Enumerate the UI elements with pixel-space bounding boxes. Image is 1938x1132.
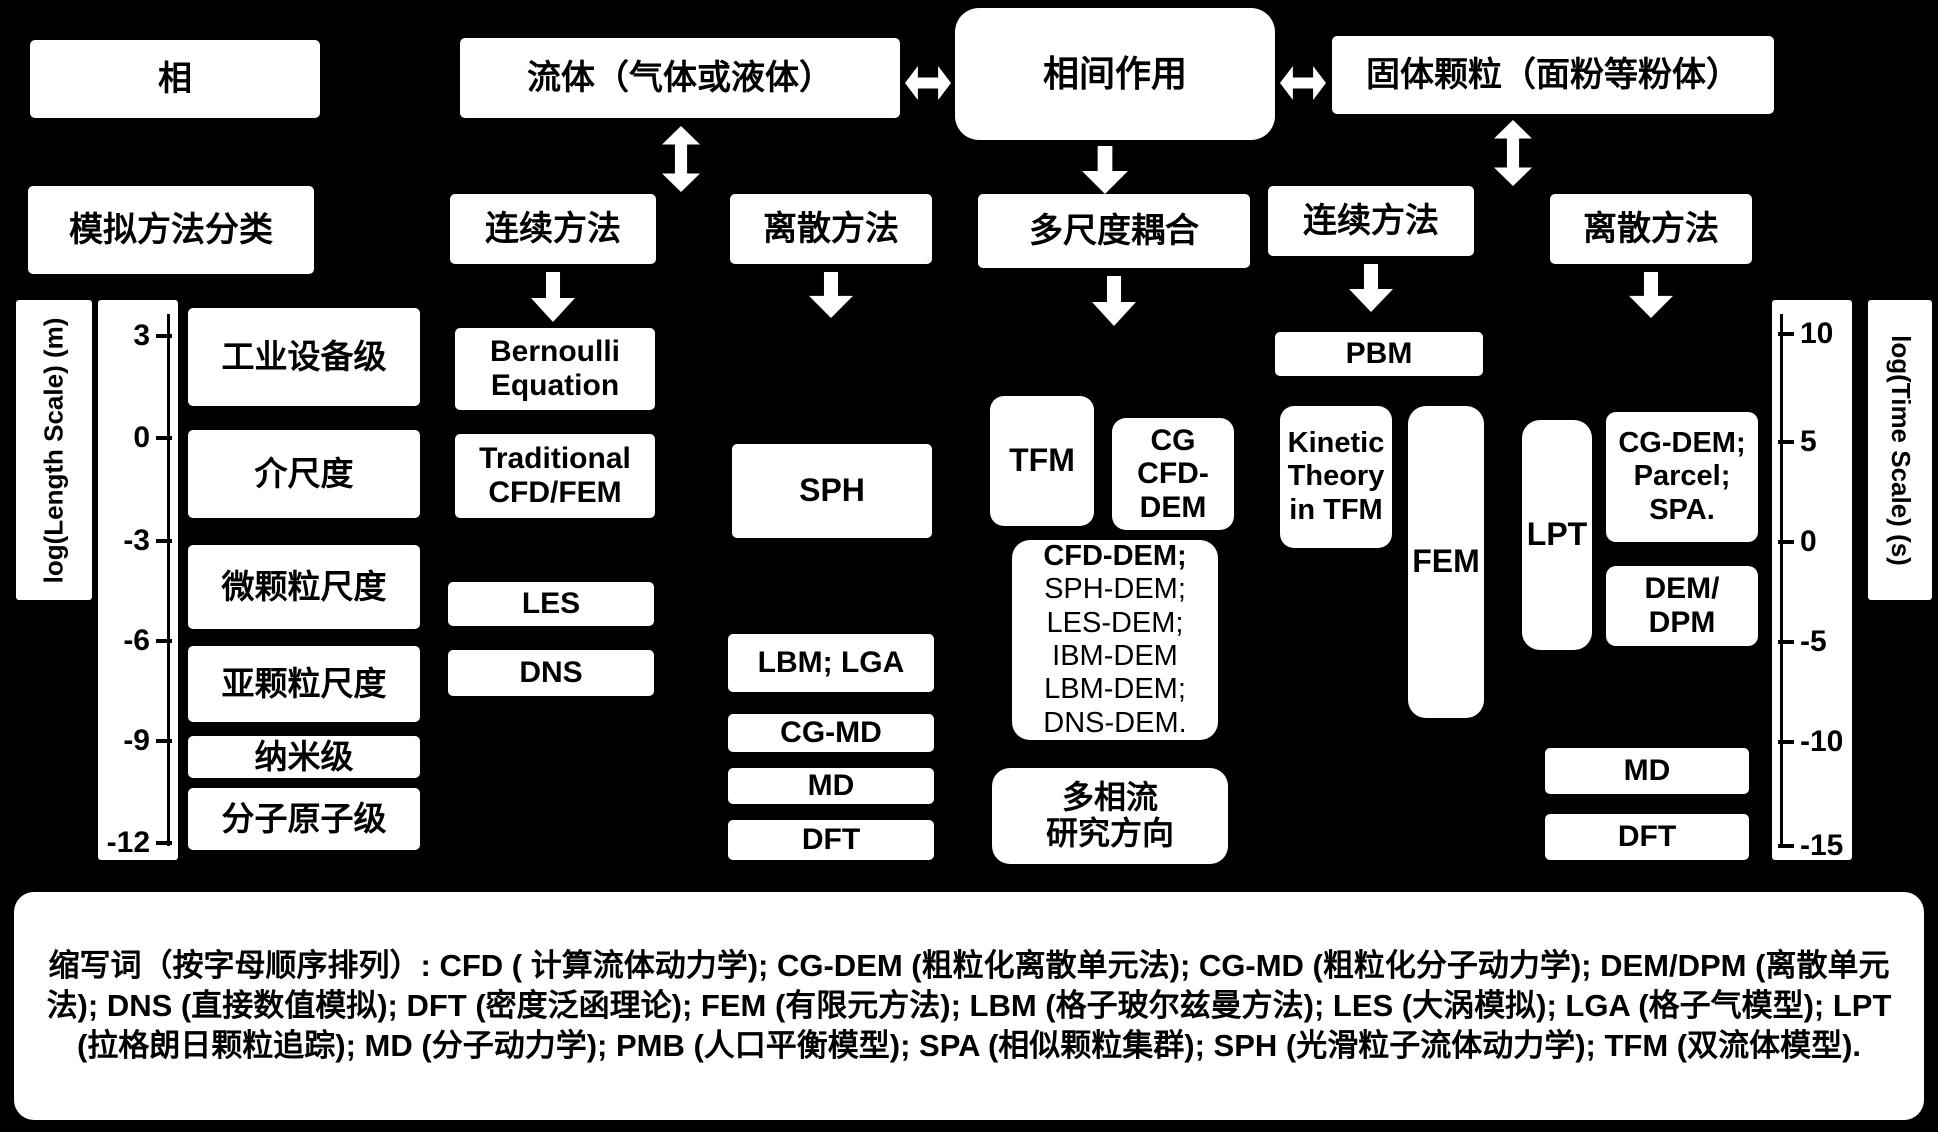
right-axis-tick: 10 bbox=[1778, 317, 1833, 351]
down-arrow-interaction-multiscale-icon bbox=[1082, 146, 1128, 194]
right-axis: 10 5 0 -5 -10 -15 bbox=[1772, 300, 1852, 863]
solid-discrete-header: 离散方法 bbox=[1550, 194, 1752, 264]
research-direction-box: 多相流 研究方向 bbox=[992, 768, 1228, 864]
scale-item-molecular: 分子原子级 bbox=[188, 788, 420, 850]
tick-mark bbox=[1778, 440, 1794, 444]
lpt-box: LPT bbox=[1522, 420, 1592, 650]
solid-box: 固体颗粒（面粉等粉体） bbox=[1332, 36, 1774, 114]
legend-box: 缩写词（按字母顺序排列）: CFD ( 计算流体动力学); CG-DEM (粗粒… bbox=[14, 892, 1924, 1120]
left-axis-tick: 3 bbox=[133, 319, 172, 353]
tick-mark bbox=[156, 539, 172, 543]
down-arrow-solid-discrete-icon bbox=[1629, 272, 1673, 318]
scale-item-subparticle: 亚颗粒尺度 bbox=[188, 646, 420, 722]
down-arrow-solid-continuum-icon bbox=[1349, 264, 1393, 312]
research-direction-line: 多相流 bbox=[1061, 779, 1158, 816]
right-axis-tick: 0 bbox=[1778, 525, 1817, 559]
tick-mark bbox=[156, 739, 172, 743]
solid-continuum-header: 连续方法 bbox=[1268, 186, 1474, 256]
right-axis-tick: -15 bbox=[1778, 829, 1843, 863]
down-arrow-multiscale-icon bbox=[1092, 276, 1136, 326]
fluid-box: 流体（气体或液体） bbox=[460, 38, 900, 118]
tick-mark bbox=[1778, 740, 1794, 744]
left-axis: 3 0 -3 -6 -9 -12 bbox=[98, 300, 178, 860]
right-axis-tick: -10 bbox=[1778, 725, 1843, 759]
scale-item-industrial: 工业设备级 bbox=[188, 308, 420, 406]
coupling-line: IBM-DEM bbox=[1052, 640, 1178, 672]
coupling-line: LES-DEM; bbox=[1046, 606, 1184, 639]
left-axis-line bbox=[167, 314, 170, 846]
right-axis-line bbox=[1780, 314, 1783, 846]
coupling-line: DNS-DEM. bbox=[1043, 706, 1187, 739]
dem-dpm-line: DEM/ bbox=[1644, 572, 1720, 606]
scale-item-microparticle: 微颗粒尺度 bbox=[188, 545, 420, 629]
tick-mark bbox=[1778, 540, 1794, 544]
right-axis-tick: 5 bbox=[1778, 425, 1817, 459]
cg-dem-parcel-box: CG-DEM; Parcel; SPA. bbox=[1606, 412, 1758, 542]
coupling-line: CFD-DEM; bbox=[1043, 539, 1187, 572]
scale-item-meso: 介尺度 bbox=[188, 430, 420, 518]
interaction-box: 相间作用 bbox=[955, 8, 1275, 140]
double-arrow-interaction-solid-icon bbox=[1280, 66, 1326, 100]
cg-md-box: CG-MD bbox=[728, 714, 934, 752]
research-direction-line: 研究方向 bbox=[1045, 815, 1174, 851]
tick-mark bbox=[156, 639, 172, 643]
pbm-box: PBM bbox=[1275, 332, 1483, 376]
multiscale-header: 多尺度耦合 bbox=[978, 194, 1250, 268]
bernoulli-box: Bernoulli Equation bbox=[455, 328, 655, 410]
fem-box: FEM bbox=[1408, 406, 1484, 718]
les-box: LES bbox=[448, 582, 654, 626]
double-arrow-fluid-interaction-icon bbox=[905, 66, 951, 100]
tick-mark bbox=[1778, 844, 1794, 848]
classification-box: 模拟方法分类 bbox=[28, 186, 314, 274]
right-axis-label: log(Time Scale) (s) bbox=[1868, 300, 1932, 600]
dns-box: DNS bbox=[448, 650, 654, 696]
tick-mark bbox=[1778, 332, 1794, 336]
coupling-group-box: CFD-DEM; SPH-DEM; LES-DEM; IBM-DEM LBM-D… bbox=[1012, 540, 1218, 740]
right-axis-label-text: log(Time Scale) (s) bbox=[1885, 334, 1916, 566]
left-axis-label-text: log(Length Scale) (m) bbox=[38, 317, 69, 583]
solid-md-box: MD bbox=[1545, 748, 1749, 794]
coupling-line: SPH-DEM; bbox=[1044, 573, 1186, 606]
dft-box: DFT bbox=[728, 820, 934, 860]
left-axis-tick: -12 bbox=[107, 826, 172, 860]
left-axis-tick: -9 bbox=[123, 724, 172, 758]
left-axis-label: log(Length Scale) (m) bbox=[16, 300, 92, 600]
coupling-line: LBM-DEM; bbox=[1044, 673, 1186, 706]
down-arrow-fluid-continuum-icon bbox=[531, 272, 575, 322]
lbm-lga-box: LBM; LGA bbox=[728, 634, 934, 692]
fluid-discrete-header: 离散方法 bbox=[730, 194, 932, 264]
tick-mark bbox=[1778, 640, 1794, 644]
kinetic-theory-box: Kinetic Theory in TFM bbox=[1280, 406, 1392, 548]
double-arrow-fluid-methods-icon bbox=[662, 126, 700, 192]
legend-text: 缩写词（按字母顺序排列）: CFD ( 计算流体动力学); CG-DEM (粗粒… bbox=[46, 947, 1892, 1064]
fluid-continuum-header: 连续方法 bbox=[450, 194, 656, 264]
double-arrow-solid-methods-icon bbox=[1494, 120, 1532, 186]
tick-mark bbox=[156, 436, 172, 440]
tfm-box: TFM bbox=[990, 396, 1094, 526]
left-axis-tick: -6 bbox=[123, 624, 172, 658]
down-arrow-fluid-discrete-icon bbox=[809, 272, 853, 318]
right-axis-tick: -5 bbox=[1778, 625, 1827, 659]
tick-mark bbox=[156, 841, 172, 845]
scale-item-nano: 纳米级 bbox=[188, 736, 420, 778]
md-box: MD bbox=[728, 768, 934, 804]
cg-cfd-dem-box: CG CFD-DEM bbox=[1112, 418, 1234, 530]
left-axis-tick: 0 bbox=[133, 421, 172, 455]
solid-dft-box: DFT bbox=[1545, 814, 1749, 860]
dem-dpm-line: DPM bbox=[1648, 606, 1716, 639]
phase-box: 相 bbox=[30, 40, 320, 118]
dem-dpm-box: DEM/ DPM bbox=[1606, 566, 1758, 646]
tick-mark bbox=[156, 334, 172, 338]
traditional-cfd-fem-box: Traditional CFD/FEM bbox=[455, 434, 655, 518]
sph-box: SPH bbox=[732, 444, 932, 538]
left-axis-tick: -3 bbox=[123, 524, 172, 558]
